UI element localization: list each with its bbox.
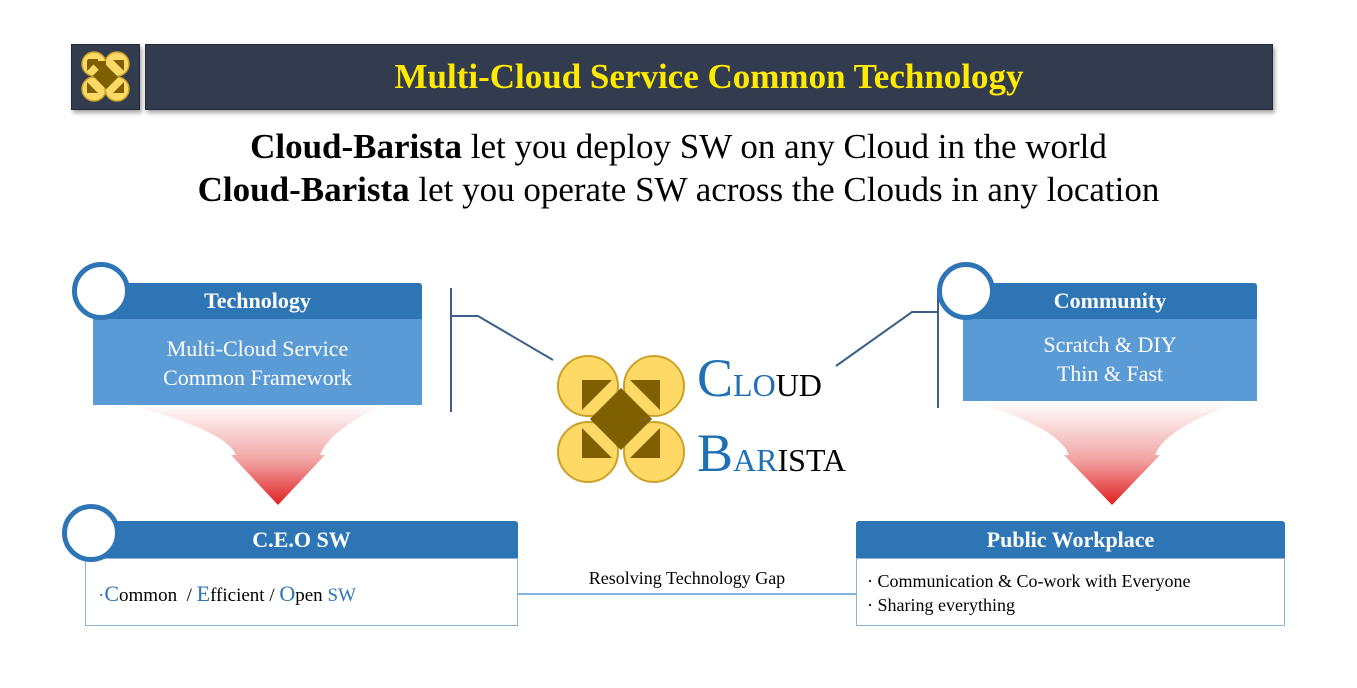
tech-down-arrow [125, 404, 385, 505]
logo-letters-lo: LO [733, 367, 776, 403]
tagline-brand: Cloud-Barista [197, 170, 410, 209]
community-connector-line [835, 311, 938, 367]
ceo-text-common: ommon / [119, 585, 197, 606]
ceo-circle-icon [62, 504, 120, 562]
technology-header: Technology [93, 283, 422, 319]
tagline-deploy: Cloud-Barista let you deploy SW on any C… [0, 127, 1357, 167]
title-logo-icon [71, 44, 140, 110]
logo-letter-b: B [697, 423, 734, 483]
workplace-header: Public Workplace [856, 521, 1285, 558]
technology-circle-icon [72, 262, 130, 320]
ceo-body: ·Common / Efficient / Open SW [85, 558, 518, 626]
tagline-text: let you operate SW across the Clouds in … [409, 170, 1160, 209]
technology-line: Common Framework [163, 365, 352, 390]
cloud-barista-logo-icon [557, 355, 685, 483]
logo-letters-ista: ISTA [777, 442, 847, 478]
gap-label: Resolving Technology Gap [588, 568, 786, 588]
community-line: Scratch & DIY [1043, 332, 1177, 357]
technology-body: Multi-Cloud Service Common Framework [93, 319, 422, 405]
technology-line: Multi-Cloud Service [166, 336, 349, 361]
logo-word-barista: BARISTA [697, 422, 846, 484]
logo-letter-c: C [697, 348, 734, 408]
workplace-body: · Communication & Co-work with Everyone … [856, 558, 1285, 626]
ceo-bullet: · [98, 585, 105, 606]
logo-word-cloud: CLOUD [697, 347, 822, 409]
ceo-text-open: pen [295, 585, 328, 606]
ceo-text-sw: SW [327, 585, 356, 606]
community-line: Thin & Fast [1056, 361, 1164, 386]
tagline-brand: Cloud-Barista [250, 127, 463, 166]
community-header: Community [963, 283, 1257, 319]
logo-letters-ar: AR [733, 442, 778, 478]
community-circle-icon [937, 262, 995, 320]
community-body: Scratch & DIY Thin & Fast [963, 319, 1257, 401]
tagline-text: let you deploy SW on any Cloud in the wo… [462, 127, 1107, 166]
ceo-text-efficient: fficient / [210, 585, 280, 606]
ceo-letter-o: O [279, 581, 296, 606]
ceo-letter-e: E [196, 581, 211, 606]
logo-letters-ud: UD [775, 367, 822, 403]
community-down-arrow [975, 402, 1240, 505]
ceo-letter-c: C [104, 581, 120, 606]
workplace-item: · Sharing everything [867, 595, 1015, 615]
workplace-item: · Communication & Co-work with Everyone [867, 571, 1191, 591]
tech-connector-line [451, 315, 554, 361]
ceo-header: C.E.O SW [85, 521, 518, 558]
tagline-operate: Cloud-Barista let you operate SW across … [0, 170, 1357, 210]
page-title: Multi-Cloud Service Common Technology [145, 44, 1273, 110]
